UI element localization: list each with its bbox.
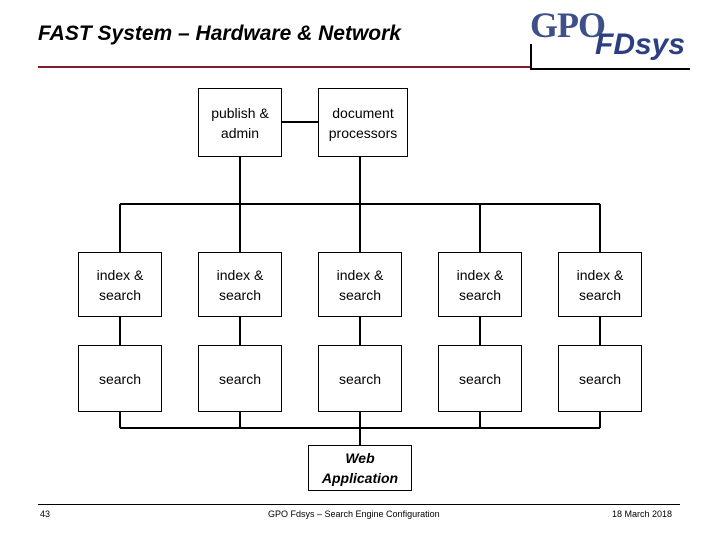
search-node-2: search (198, 345, 282, 412)
search-node-4: search (438, 345, 522, 412)
search-node-1: search (78, 345, 162, 412)
search-label: search (458, 370, 502, 387)
search-node-5: search (558, 345, 642, 412)
slide-title: FAST System – Hardware & Network (38, 22, 401, 45)
publish-admin-label: publish & admin (211, 104, 269, 141)
web-application-label: Web Application (321, 450, 399, 486)
web-application-node: Web Application (308, 445, 412, 491)
search-label: search (578, 370, 622, 387)
logo-divider-vertical (530, 44, 532, 70)
fdsys-logo: FDsys (595, 28, 686, 61)
index-search-node-1: index & search (78, 252, 162, 317)
index-search-node-3: index & search (318, 252, 402, 317)
index-search-node-2: index & search (198, 252, 282, 317)
index-search-node-4: index & search (438, 252, 522, 317)
index-search-label: index & search (216, 266, 264, 303)
search-label: search (338, 370, 382, 387)
footer-caption: GPO Fdsys – Search Engine Configuration (268, 509, 440, 519)
search-node-3: search (318, 345, 402, 412)
title-divider (38, 66, 530, 68)
page-number: 43 (40, 509, 51, 519)
footer-date: 18 March 2018 (612, 509, 673, 519)
footer-divider (38, 504, 680, 505)
document-processors-label: document processors (328, 104, 398, 141)
search-label: search (218, 370, 262, 387)
index-search-node-5: index & search (558, 252, 642, 317)
document-processors-node: document processors (318, 88, 408, 157)
search-label: search (98, 370, 142, 387)
index-search-label: index & search (576, 266, 624, 303)
logo-divider-horizontal (530, 68, 690, 70)
index-search-label: index & search (456, 266, 504, 303)
gpo-logo: GPO (530, 5, 606, 45)
index-search-label: index & search (336, 266, 384, 303)
index-search-label: index & search (96, 266, 144, 303)
publish-admin-node: publish & admin (198, 88, 282, 157)
